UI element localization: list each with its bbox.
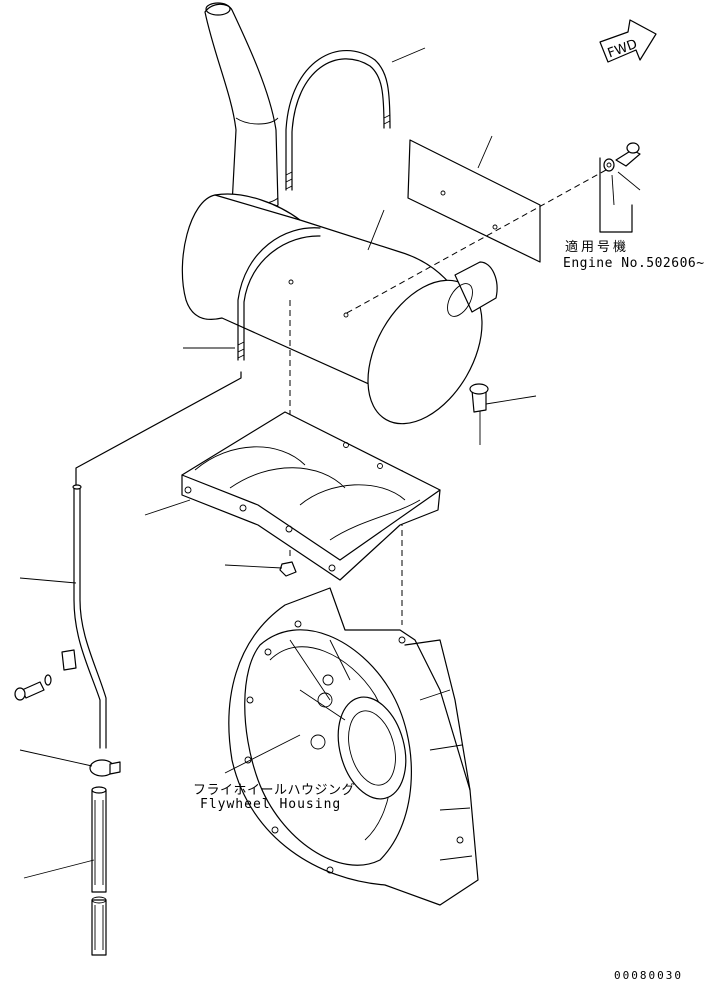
applicability-bracket [599, 157, 633, 233]
connect-line-tube [75, 371, 242, 486]
bolt-mid-right [469, 383, 489, 413]
u-bolt-upper [285, 50, 391, 191]
caption-label-en: Flywheel Housing [200, 797, 342, 812]
leader-lines [19, 47, 641, 879]
drawing-code: 00080030 [614, 969, 683, 982]
hose [91, 786, 107, 956]
bolt-left [14, 674, 52, 701]
applicability-label-en: Engine No.502606~ [563, 256, 705, 271]
bolt-upper-right [603, 142, 641, 172]
muffler-bracket [181, 411, 441, 581]
exhaust-pipe [204, 2, 283, 223]
fwd-arrow: FWD [599, 19, 657, 63]
tube-assembly [61, 484, 107, 749]
muffler [181, 193, 498, 425]
flywheel-housing [228, 587, 479, 906]
applicability-label-ja: 適用号機 [565, 240, 630, 255]
heat-shield-plate [407, 139, 541, 263]
hose-clamp [89, 759, 121, 777]
nut [279, 561, 297, 577]
caption-label-ja: フライホイールハウジング [193, 783, 356, 798]
u-bolt-lower [237, 227, 321, 361]
